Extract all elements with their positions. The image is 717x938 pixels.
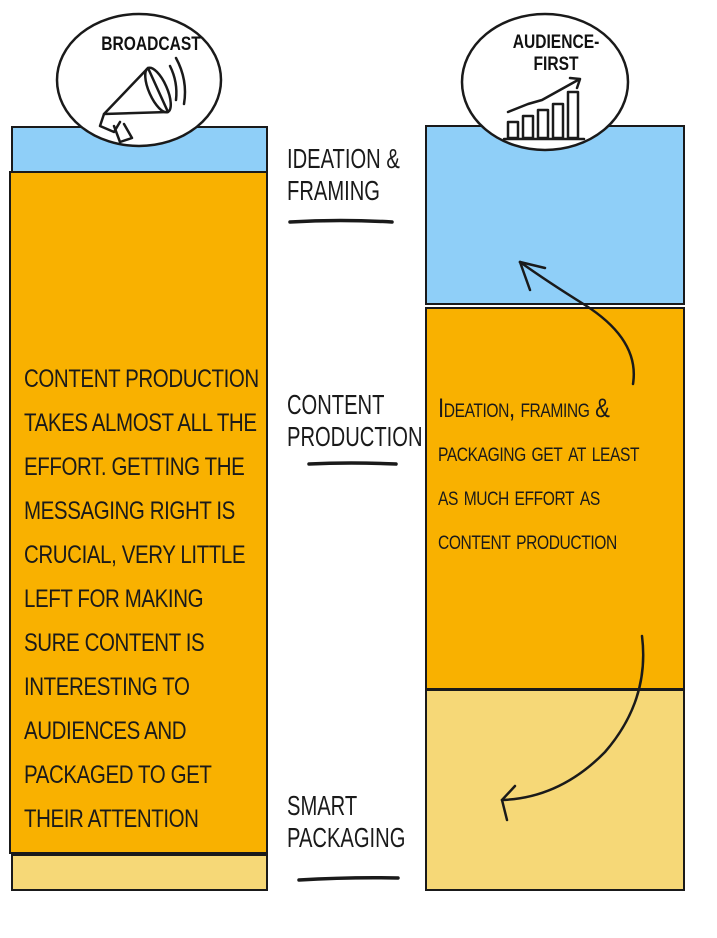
- left-production-block: [9, 171, 268, 854]
- arrow-production-to-packaging: [500, 634, 645, 822]
- right-production-block: [425, 307, 685, 690]
- audience-first-label: AUDIENCE- FIRST: [501, 32, 611, 76]
- audience-first-line1: AUDIENCE-: [512, 32, 600, 53]
- left-description: Content production takes almost all the …: [24, 365, 259, 833]
- growth-chart-icon: [502, 76, 586, 141]
- stage-production-label: Content Production: [287, 389, 423, 453]
- audience-first-line2: FIRST: [533, 54, 579, 75]
- megaphone-icon: [98, 56, 187, 144]
- broadcast-label: BROADCAST: [101, 34, 201, 55]
- stage-packaging-line2: Packaging: [287, 822, 406, 853]
- arrow-production-to-ideation: [518, 260, 636, 386]
- stage-ideation-label: Ideation & Framing: [287, 143, 400, 207]
- stage-production-line2: Production: [287, 421, 423, 452]
- right-description: Ideation, framing & packaging get at lea…: [438, 393, 640, 555]
- audience-first-badge-circle: [460, 12, 630, 152]
- stage-ideation-line1: Ideation &: [287, 143, 400, 174]
- production-underline: [307, 461, 398, 466]
- stage-packaging-line1: Smart: [287, 790, 358, 821]
- packaging-underline: [297, 876, 400, 882]
- ideation-underline: [288, 218, 394, 224]
- right-ideation-block: [425, 125, 685, 305]
- stage-ideation-line2: Framing: [287, 175, 380, 206]
- stage-production-line1: Content: [287, 389, 385, 420]
- left-packaging-block: [11, 854, 268, 891]
- right-packaging-block: [425, 689, 685, 891]
- stage-packaging-label: Smart Packaging: [287, 790, 405, 854]
